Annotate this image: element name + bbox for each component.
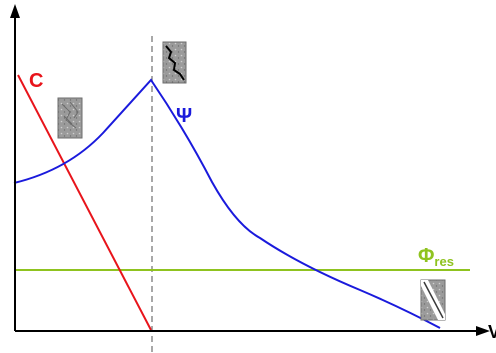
phi-res-label: Φres	[418, 245, 454, 269]
x-axis-label: V	[488, 322, 496, 342]
psi-label: Ψ	[176, 105, 192, 127]
c-label: C	[29, 70, 43, 92]
shear-plane-specimen-icon	[420, 279, 446, 321]
single-crack-specimen-icon	[162, 41, 187, 84]
crushed-specimen-icon	[57, 97, 83, 139]
phi-symbol: Φ	[418, 245, 434, 267]
phi-subscript: res	[434, 254, 454, 269]
psi-curve	[13, 78, 441, 329]
c-line	[17, 74, 152, 331]
y-axis-arrow	[10, 4, 20, 18]
x-axis-arrow	[476, 326, 490, 336]
